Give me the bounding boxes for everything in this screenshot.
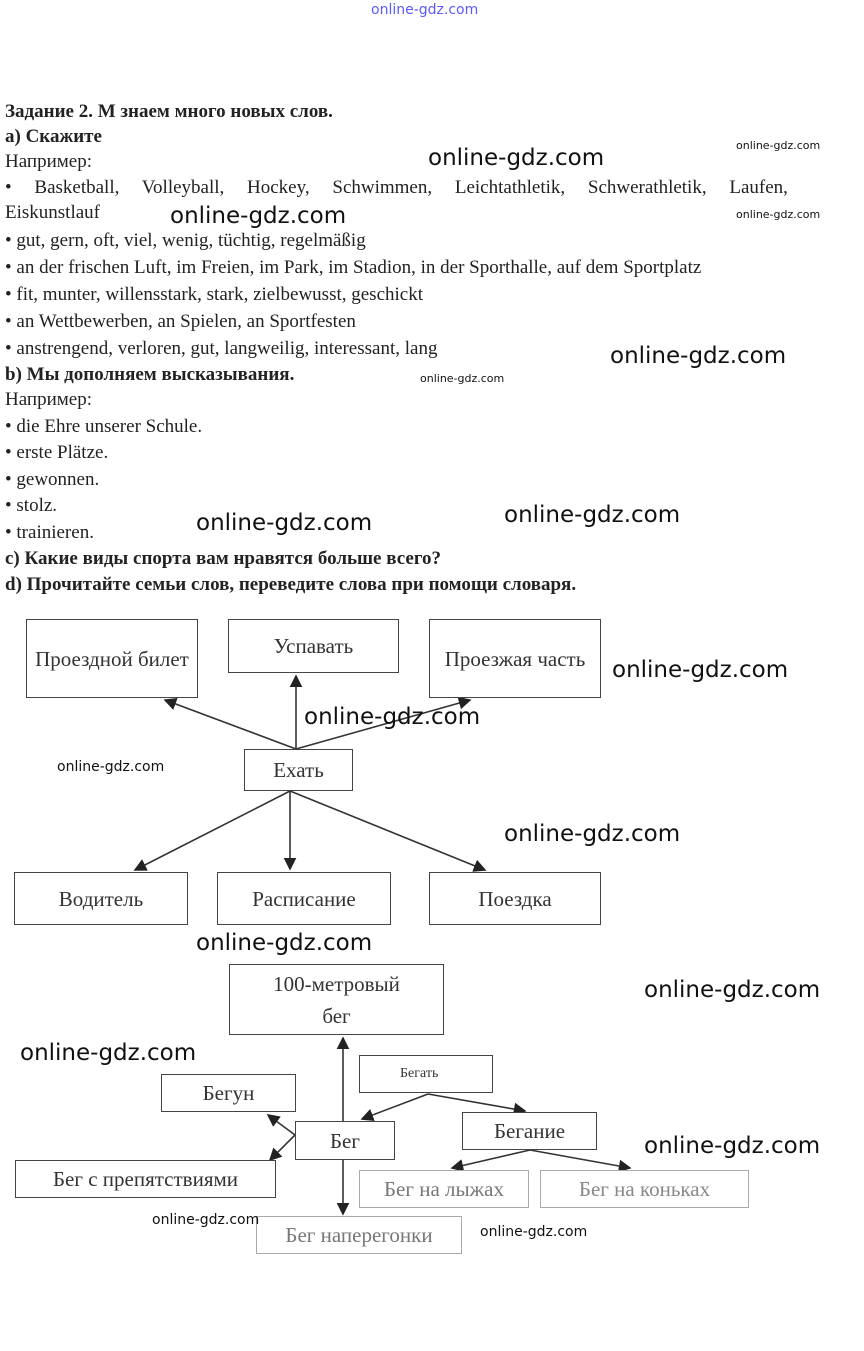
section-d-heading: d) Прочитайте семьи слов, переведите сло… [5,574,577,595]
list-item: • anstrengend, verloren, gut, langweilig… [5,338,438,359]
section-a-heading: a) Скажите [5,126,102,147]
watermark: online-gdz.com [196,930,373,956]
watermark: online-gdz.com [20,1040,197,1066]
list-item: • gut, gern, oft, viel, wenig, tüchtig, … [5,230,366,251]
watermark: online-gdz.com [170,203,347,229]
watermark: online-gdz.com [420,372,505,385]
arrow [529,1149,632,1173]
arrow [360,1093,429,1122]
arrow [266,1114,296,1136]
example-label: Например: [5,151,92,172]
box-proezzhaya-chast: Проезжая часть [429,619,601,698]
box-beg-naperegonki: Бег наперегонки [256,1216,462,1254]
box-beganie: Бегание [462,1112,597,1150]
box-raspisanie: Расписание [217,872,391,925]
arrow [295,696,472,750]
arrow [450,1149,531,1172]
header-link[interactable]: online-gdz.com [371,2,479,18]
box-begat: Бегать [359,1055,493,1093]
watermark: online-gdz.com [480,1224,588,1240]
list-item-cont: Eiskunstlauf [5,202,100,223]
arrow [268,1134,296,1162]
watermark: online-gdz.com [304,704,481,730]
list-item: • fit, munter, willensstark, stark, ziel… [5,284,423,305]
box-100m-beg: 100-метровый бег [229,964,444,1035]
arrow [289,790,487,872]
box-beg: Бег [295,1121,395,1160]
watermark: online-gdz.com [504,502,681,528]
watermark: online-gdz.com [644,977,821,1003]
watermark: online-gdz.com [644,1133,821,1159]
watermark: online-gdz.com [196,510,373,536]
list-item: • an Wettbewerben, an Spielen, an Sportf… [5,311,356,332]
list-item: • trainieren. [5,522,94,543]
arrow [133,790,291,871]
task-title: Задание 2. М знаем много новых слов. [5,101,333,122]
box-voditel: Водитель [14,872,188,925]
example-label: Например: [5,389,92,410]
box-beg-na-konkakh: Бег на коньках [540,1170,749,1208]
box-proezdnoy-bilet: Проездной билет [26,619,198,698]
box-beg-s-prepyatstviyami: Бег с препятствиями [15,1160,276,1198]
watermark: online-gdz.com [57,759,165,775]
watermark: online-gdz.com [152,1212,260,1228]
section-c-heading: c) Какие виды спорта вам нравятся больше… [5,548,441,569]
watermark: online-gdz.com [428,145,605,171]
section-b-heading: b) Мы дополняем высказывания. [5,364,295,385]
box-begun: Бегун [161,1074,296,1112]
list-item: • die Ehre unserer Schule. [5,416,203,437]
arrow [163,697,297,750]
list-item: • Basketball, Volleyball, Hockey, Schwim… [5,177,788,198]
list-item: • an der frischen Luft, im Freien, im Pa… [5,257,702,278]
box-ekhat: Ехать [244,749,353,791]
watermark: online-gdz.com [504,821,681,847]
arrow [427,1093,527,1116]
box-uspavat: Успавать [228,619,399,673]
list-item: • stolz. [5,495,58,516]
watermark: online-gdz.com [736,208,821,221]
watermark: online-gdz.com [610,343,787,369]
box-beg-na-lyzhakh: Бег на лыжах [359,1170,529,1208]
box-poezdka: Поездка [429,872,601,925]
list-item: • erste Plätze. [5,442,109,463]
watermark: online-gdz.com [612,657,789,683]
list-item: • gewonnen. [5,469,100,490]
watermark: online-gdz.com [736,139,821,152]
